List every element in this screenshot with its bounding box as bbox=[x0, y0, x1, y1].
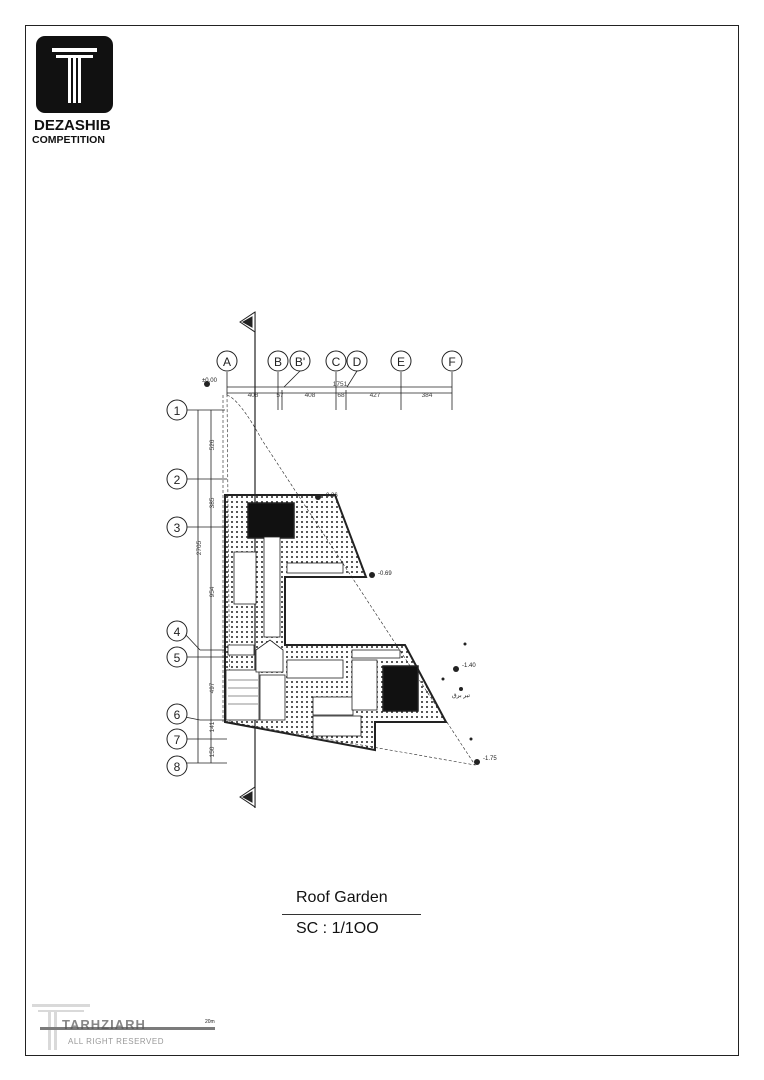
grid-label-3: 3 bbox=[174, 521, 181, 535]
dim-v-2: 385 bbox=[209, 497, 216, 508]
stair-core bbox=[225, 639, 286, 721]
grid-label-7: 7 bbox=[174, 733, 181, 747]
skylight-upper bbox=[247, 502, 295, 539]
brand-subtitle: COMPETITION bbox=[32, 134, 105, 146]
level-l1: -0.36 bbox=[324, 493, 338, 499]
dim-h-3: 408 bbox=[305, 392, 316, 399]
dim-v-3: 954 bbox=[209, 586, 216, 597]
grid-label-c: C bbox=[332, 355, 341, 369]
scale-bar-end: 20m bbox=[205, 1019, 215, 1025]
dim-h-4: 68 bbox=[337, 392, 345, 399]
seating-area-lower bbox=[312, 715, 362, 737]
grid-label-6: 6 bbox=[174, 708, 181, 722]
section-marker-top bbox=[239, 311, 256, 333]
annotation-utility-pole: تیر برق bbox=[452, 693, 470, 699]
column-logo-icon bbox=[52, 48, 97, 103]
grid-label-1: 1 bbox=[174, 404, 181, 418]
dim-v-total: 2705 bbox=[196, 540, 203, 555]
level-origin: ±0.00 bbox=[202, 378, 218, 384]
dim-v-5: 141 bbox=[209, 721, 216, 732]
dim-v-4: 497 bbox=[209, 682, 216, 693]
dim-v-6: 150 bbox=[209, 746, 216, 757]
grid-label-8: 8 bbox=[174, 760, 181, 774]
grid-label-b: B bbox=[274, 355, 282, 369]
dim-h-2: 57 bbox=[276, 392, 284, 399]
dim-v-1: 526 bbox=[209, 439, 216, 450]
row-bubbles bbox=[166, 399, 188, 777]
column-bubbles bbox=[216, 350, 463, 372]
dezashib-logo bbox=[36, 36, 113, 113]
walkway-pavers bbox=[263, 536, 401, 716]
grid-columns bbox=[226, 370, 453, 410]
level-l2: -0.69 bbox=[378, 571, 392, 577]
dim-h-6: 384 bbox=[422, 392, 433, 399]
dim-h-total: 1751 bbox=[333, 381, 348, 388]
grid-label-e: E bbox=[397, 355, 405, 369]
grid-label-d: D bbox=[353, 355, 362, 369]
watermark-rights: ALL RIGHT RESERVED bbox=[68, 1037, 164, 1046]
level-markers: ±0.00 -0.36 -0.69 -1.40 -1.75 تیر برق bbox=[202, 378, 497, 765]
section-marker-bottom bbox=[239, 786, 256, 808]
level-l4: -1.75 bbox=[483, 756, 497, 762]
dim-h-1: 408 bbox=[248, 392, 259, 399]
grid-label-2: 2 bbox=[174, 473, 181, 487]
drawing-title: Roof Garden bbox=[296, 889, 388, 906]
level-l3: -1.40 bbox=[462, 663, 476, 669]
watermark-name: TARHZIARH bbox=[62, 1017, 146, 1032]
grid-label-f: F bbox=[448, 355, 455, 369]
grid-label-b-prime: B' bbox=[295, 355, 305, 369]
skylight-lower bbox=[382, 665, 419, 712]
stair-treads bbox=[228, 679, 258, 705]
brand-name: DEZASHIB bbox=[34, 117, 111, 134]
grid-rows bbox=[184, 409, 227, 764]
grid-label-4: 4 bbox=[174, 625, 181, 639]
grid-label-5: 5 bbox=[174, 651, 181, 665]
dim-h-5: 427 bbox=[370, 392, 381, 399]
title-underline bbox=[282, 914, 421, 915]
drawing-border bbox=[25, 25, 739, 1056]
watermark-logo bbox=[30, 1002, 220, 1052]
seating-area-upper bbox=[233, 551, 257, 605]
grid-label-a: A bbox=[223, 355, 231, 369]
drawing-scale: SC : 1/1OO bbox=[296, 920, 379, 937]
